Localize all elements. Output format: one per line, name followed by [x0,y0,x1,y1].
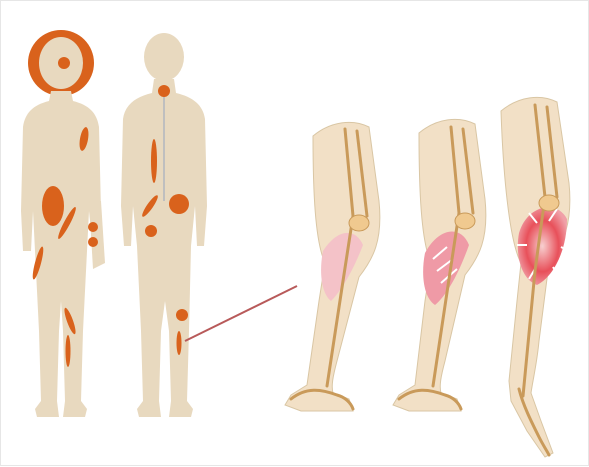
leg-stage-1-knee [349,215,369,231]
pointer-line [185,286,297,341]
leg-stage-2-knee [455,213,475,229]
front-body-figure [21,30,105,417]
wrist-lesion-2 [88,237,98,247]
calf-lesion [177,331,182,355]
leg-stage-1 [285,122,380,411]
shin-lesion [66,335,71,367]
wrist-lesion-1 [88,222,98,232]
back-head [144,33,184,81]
buttock-lesion [145,225,157,237]
leg-stage-3-knee [539,195,559,211]
face-lesion [58,57,70,69]
spine-lesion [151,139,157,183]
leg-stage-2 [393,119,486,411]
hip-lesion-large [169,194,189,214]
abdomen-lesion [42,186,64,226]
neck-lesion [158,85,170,97]
front-right-hand [89,201,105,269]
front-torso [21,91,101,417]
leg-stage-3 [501,97,570,457]
knee-lesion [176,309,188,321]
back-body-figure [121,33,207,417]
